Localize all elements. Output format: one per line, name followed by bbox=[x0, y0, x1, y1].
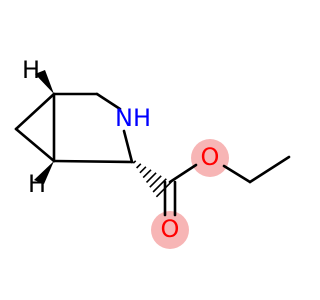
oxygen-highlight-ester bbox=[191, 139, 229, 177]
bond-o-ester-ch2 bbox=[222, 164, 252, 184]
wedge-bond-h-top bbox=[35, 70, 54, 94]
wedge-bond-h-bottom bbox=[34, 161, 54, 184]
oxygen-carbonyl-label: O bbox=[161, 215, 180, 243]
bond-c1-c5 bbox=[14, 92, 56, 131]
bond-n-c3 bbox=[122, 129, 134, 164]
bond-c2-n bbox=[95, 92, 122, 111]
nitrogen-nh-label: NH bbox=[115, 104, 151, 132]
oxygen-ester-label: O bbox=[201, 143, 220, 171]
hydrogen-atom-top: H bbox=[22, 56, 40, 84]
oxygen-highlight-carbonyl bbox=[151, 211, 189, 249]
bond-c5-c4 bbox=[14, 127, 56, 163]
molecule-structure: H H NH O O bbox=[14, 56, 291, 249]
bond-ch2-ch3 bbox=[248, 155, 291, 184]
bond-carbonyl-c-o-ester bbox=[168, 163, 198, 184]
hydrogen-atom-bottom: H bbox=[28, 170, 46, 198]
bond-c3-c4 bbox=[52, 159, 134, 164]
hashed-bond-carboxyl bbox=[132, 160, 172, 198]
